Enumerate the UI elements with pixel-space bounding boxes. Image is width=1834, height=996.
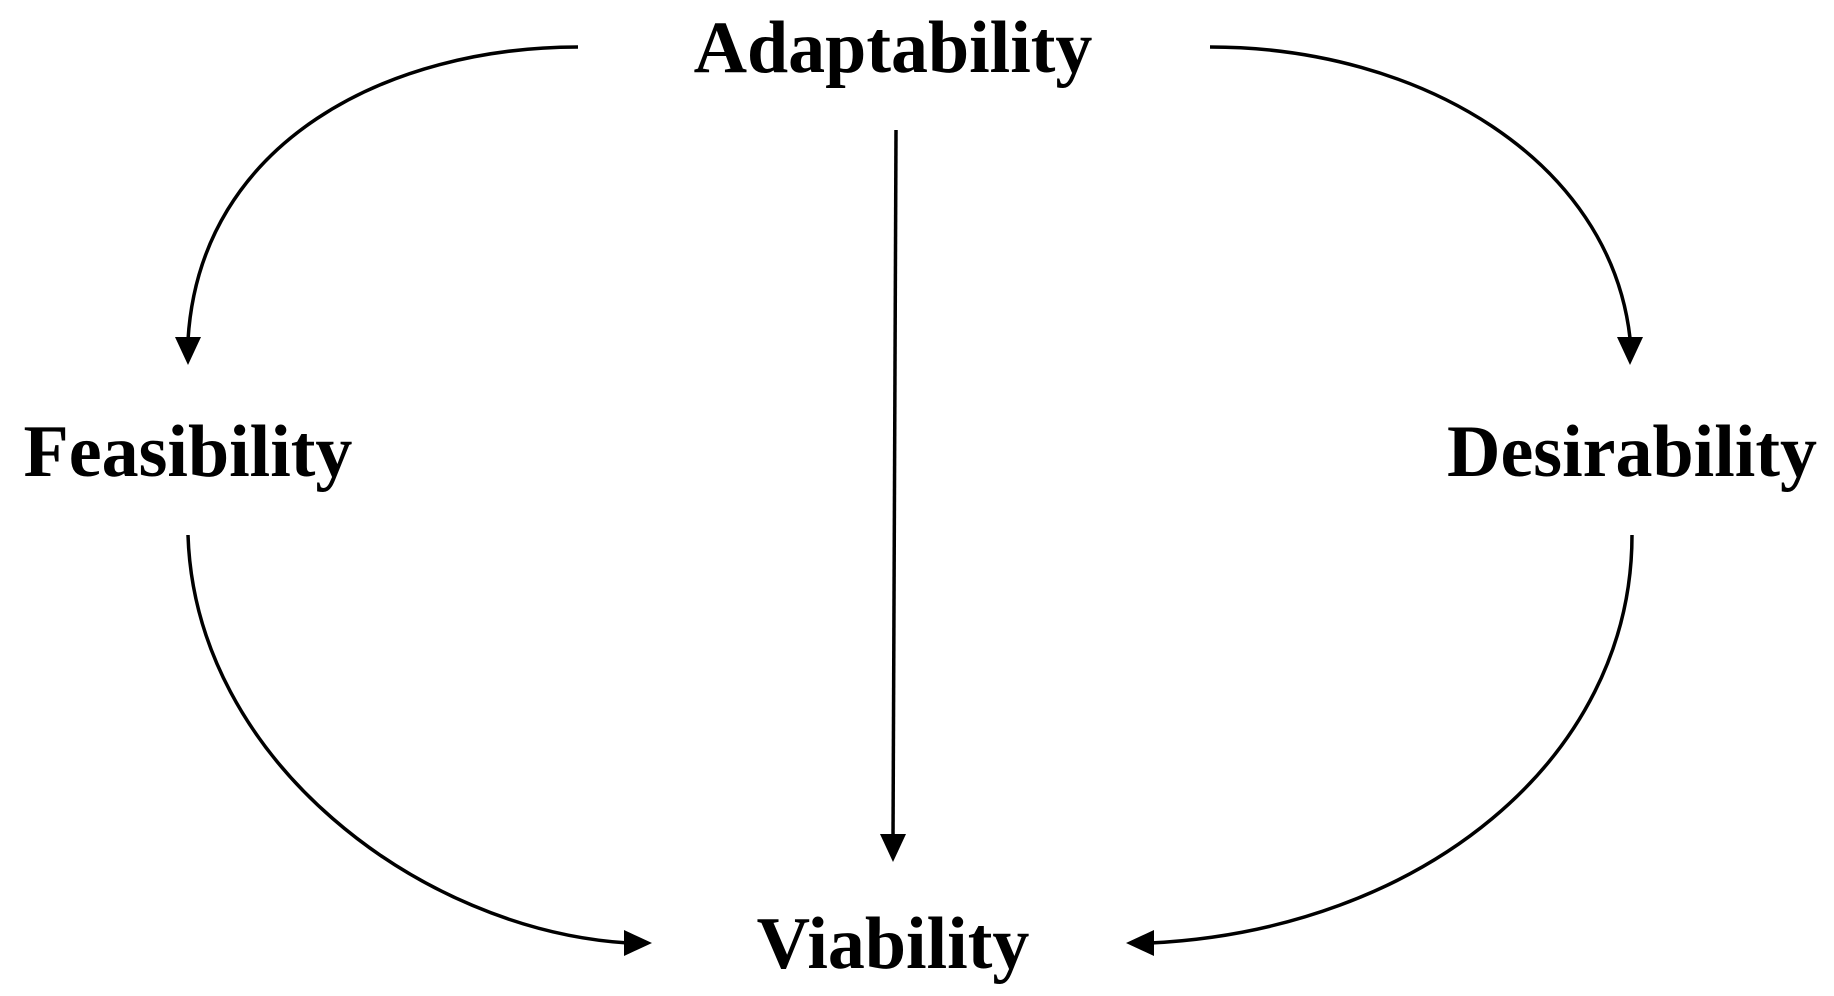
- node-adaptability: Adaptability: [694, 7, 1093, 89]
- edge-desirability-to-viability: [1149, 534, 1634, 945]
- edge-adaptability-to-feasibility: [186, 45, 579, 341]
- arrowhead-desirability: [1617, 337, 1643, 365]
- edge-adaptability-to-viability: [891, 129, 898, 841]
- node-feasibility: Feasibility: [24, 411, 353, 493]
- arrowhead-viability-left: [624, 930, 652, 956]
- arrowhead-viability-center: [880, 834, 906, 862]
- arrowhead-feasibility: [175, 337, 201, 365]
- edge-feasibility-to-viability: [186, 534, 629, 945]
- node-viability: Viability: [757, 903, 1030, 985]
- node-desirability: Desirability: [1447, 411, 1817, 493]
- edge-adaptability-to-desirability: [1209, 45, 1632, 339]
- arrowhead-viability-right: [1126, 930, 1154, 956]
